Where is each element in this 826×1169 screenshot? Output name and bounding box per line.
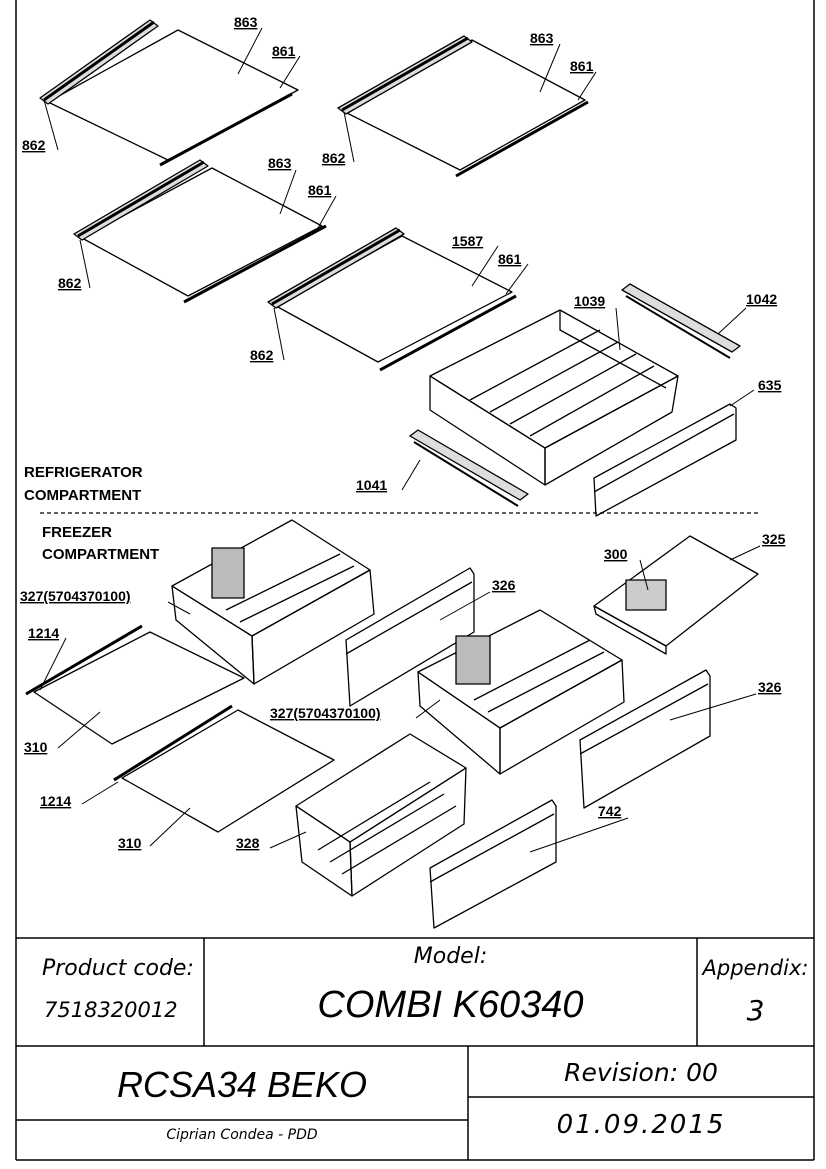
drawer-front-326-b xyxy=(579,669,711,809)
part-label: 635 xyxy=(758,377,782,393)
part-label: 861 xyxy=(308,182,332,198)
fridge-drawer-1039 xyxy=(429,309,679,486)
part-label: 326 xyxy=(492,577,516,593)
leader-lines xyxy=(39,27,761,853)
part-label: 742 xyxy=(598,803,622,819)
glass-shelf-1587 xyxy=(267,227,517,372)
part-label: 1039 xyxy=(574,293,605,309)
glass-shelf-863-b xyxy=(337,35,589,178)
appendix-number: 3 xyxy=(746,994,765,1027)
product-code-label: Product code: xyxy=(42,956,194,981)
freezer-drawer-327-a xyxy=(171,519,375,685)
part-label: 300 xyxy=(604,546,628,562)
drawer-front-742 xyxy=(429,799,557,929)
part-label: 327(5704370100) xyxy=(20,588,131,604)
part-label: 1214 xyxy=(40,793,71,809)
part-label: 862 xyxy=(250,347,274,363)
freezer-glass-310-a xyxy=(25,624,245,745)
part-label: 863 xyxy=(530,30,554,46)
author: Ciprian Condea - PDD xyxy=(166,1127,318,1143)
freezer-label: COMPARTMENT xyxy=(42,546,159,563)
drawer-rail-1042 xyxy=(621,283,741,359)
refrigerator-label: COMPARTMENT xyxy=(24,487,141,504)
part-label: 310 xyxy=(118,835,142,851)
freezer-drawer-327-b xyxy=(417,609,625,775)
part-label: 861 xyxy=(570,58,594,74)
product-code: 7518320012 xyxy=(44,998,178,1022)
model-name: COMBI K60340 xyxy=(317,984,584,1026)
part-label: 861 xyxy=(272,43,296,59)
part-label: 326 xyxy=(758,679,782,695)
title-block-grid xyxy=(16,937,814,1161)
appendix-label: Appendix: xyxy=(702,956,809,980)
refrigerator-label: REFRIGERATOR xyxy=(24,464,143,481)
model-label: Model: xyxy=(413,944,488,969)
glass-shelf-863-a xyxy=(39,19,299,167)
document-name: RCSA34 BEKO xyxy=(116,1064,368,1105)
date: 01.09.2015 xyxy=(556,1110,726,1140)
drawer-front-326-a xyxy=(345,567,475,707)
part-label: 1041 xyxy=(356,477,387,493)
part-label: 863 xyxy=(234,14,258,30)
part-label: 861 xyxy=(498,251,522,267)
part-label: 862 xyxy=(22,137,46,153)
drawer-rail-1041 xyxy=(409,429,529,507)
part-label: 1587 xyxy=(452,233,483,249)
part-label: 862 xyxy=(322,150,346,166)
ice-tray-325 xyxy=(593,535,759,655)
revision: Revision: 00 xyxy=(564,1058,718,1087)
part-label: 328 xyxy=(236,835,260,851)
part-label: 863 xyxy=(268,155,292,171)
glass-shelf-863-c xyxy=(73,159,327,304)
part-label: 325 xyxy=(762,531,786,547)
drawer-front-635 xyxy=(593,403,737,517)
part-label: 862 xyxy=(58,275,82,291)
part-label: 327(5704370100) xyxy=(270,705,381,721)
freezer-basket-328 xyxy=(295,733,467,897)
part-label: 1214 xyxy=(28,625,59,641)
freezer-label: FREEZER xyxy=(42,524,112,541)
freezer-glass-310-b xyxy=(113,704,335,833)
part-label: 310 xyxy=(24,739,48,755)
part-label: 1042 xyxy=(746,291,777,307)
